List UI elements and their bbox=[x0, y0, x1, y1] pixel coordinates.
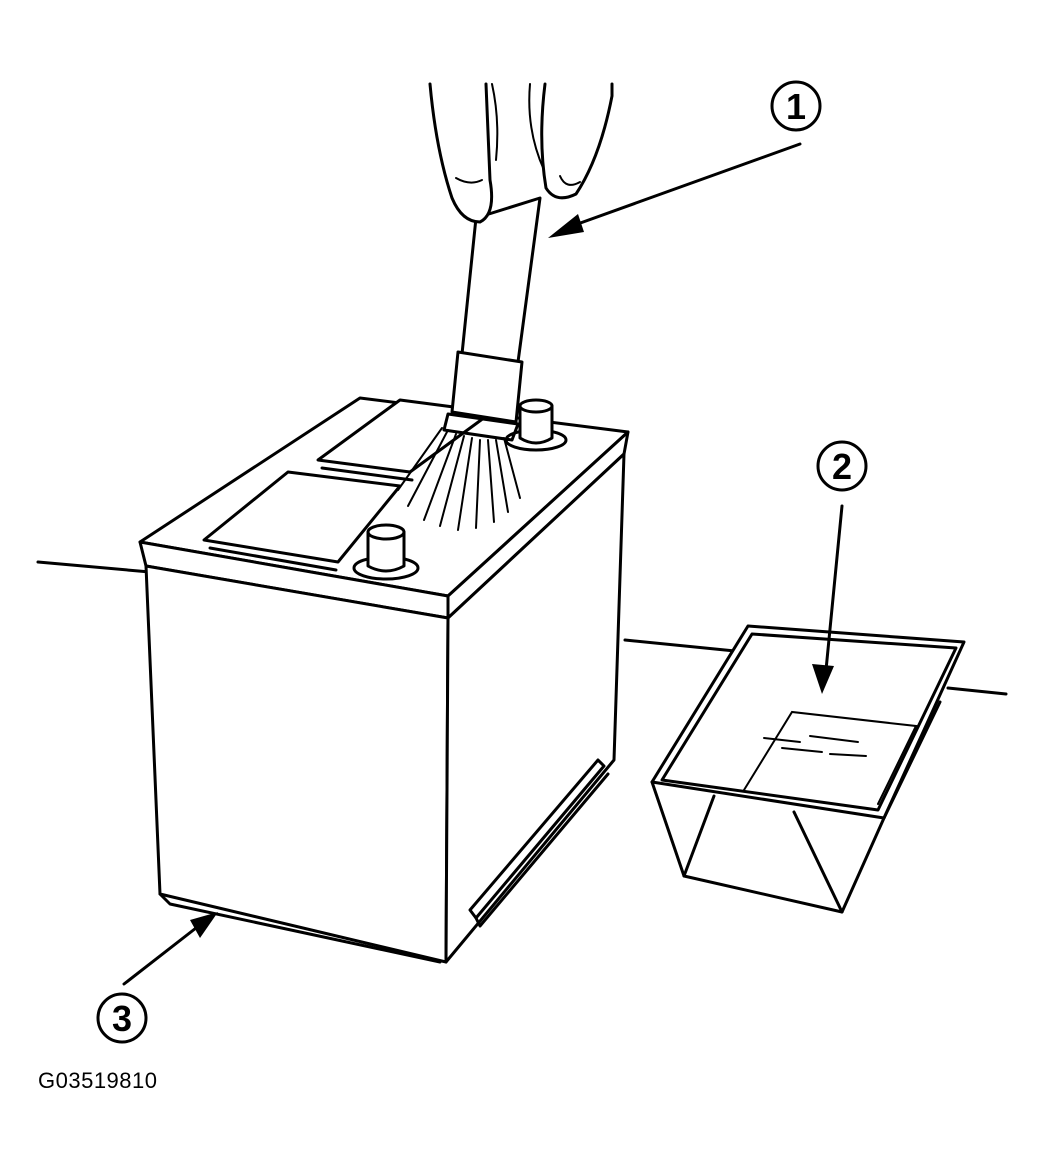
brush bbox=[397, 82, 614, 531]
floor-line bbox=[36, 560, 1008, 696]
callout-3: 3 bbox=[96, 912, 218, 1044]
callout-3-number: 3 bbox=[112, 998, 132, 1039]
callout-1-number: 1 bbox=[786, 86, 806, 127]
tray bbox=[650, 624, 966, 914]
callout-2-number: 2 bbox=[832, 446, 852, 487]
figure-id: G03519810 bbox=[38, 1068, 158, 1093]
battery bbox=[138, 396, 630, 964]
callout-1: 1 bbox=[548, 80, 822, 238]
callout-2: 2 bbox=[812, 440, 868, 694]
